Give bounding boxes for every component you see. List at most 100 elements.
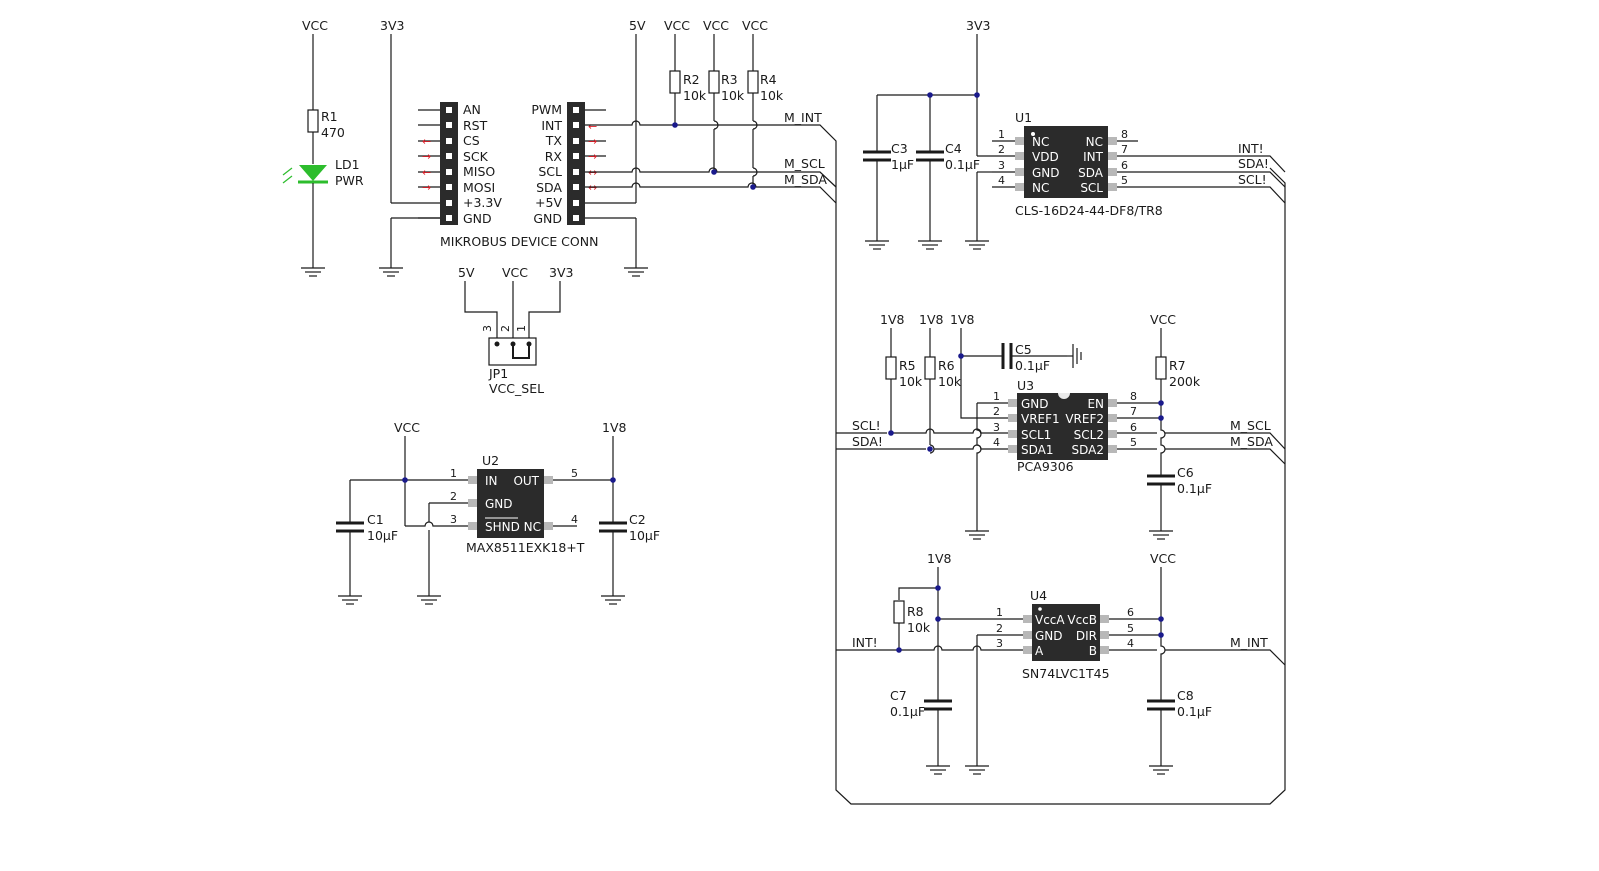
u3-pin-vref2: VREF2 bbox=[1065, 412, 1104, 426]
u3-rail-1v8-c: 1V8 bbox=[950, 312, 975, 327]
u1-pin-int: INT bbox=[1083, 150, 1104, 164]
u2-pin-gnd: GND bbox=[485, 497, 513, 511]
r4-ref: R4 bbox=[760, 72, 777, 87]
u1-pin-vdd: VDD bbox=[1032, 150, 1059, 164]
u4-pin-gnd: GND bbox=[1035, 629, 1063, 643]
jp1-pin-3: 3 bbox=[481, 325, 494, 332]
mikrobus-right-pin-scl: SCL bbox=[538, 164, 562, 179]
mikrobus-left-pin-rst: RST bbox=[463, 118, 488, 133]
jp1-ref: JP1 bbox=[488, 366, 508, 381]
u1-pin-nc-8: NC bbox=[1086, 135, 1103, 149]
net-m-scl-u3: M_SCL bbox=[1230, 418, 1271, 433]
r6-value: 10k bbox=[938, 374, 962, 389]
net-m-int-label: M_INT bbox=[784, 110, 822, 125]
u3-pin-num-6: 6 bbox=[1130, 421, 1137, 434]
u4-pin-num-1: 1 bbox=[996, 606, 1003, 619]
rail-vcc-r3: VCC bbox=[703, 18, 729, 33]
u4-pin-num-6: 6 bbox=[1127, 606, 1134, 619]
u1-pin-num-8: 8 bbox=[1121, 128, 1128, 141]
u1-pin-num-3: 3 bbox=[998, 159, 1005, 172]
mikrobus-left-pin-cs: CS bbox=[463, 133, 480, 148]
u1-pin-num-5: 5 bbox=[1121, 174, 1128, 187]
c6-ref: C6 bbox=[1177, 465, 1194, 480]
u2-ldo-section: VCC 1V8 C1 10µF IN GND SHND OUT NC 1 2 3… bbox=[336, 420, 660, 605]
u1-pin-scl: SCL bbox=[1080, 181, 1103, 195]
r3-value: 10k bbox=[721, 88, 745, 103]
u1-pin-num-7: 7 bbox=[1121, 143, 1128, 156]
net-scl-n-u3: SCL! bbox=[852, 418, 881, 433]
u3-level-shifter-section: 1V8 1V8 1V8 VCC R5 10k R6 10k C5 0.1µF S… bbox=[836, 312, 1286, 540]
u3-part: PCA9306 bbox=[1017, 459, 1074, 474]
c1-ref: C1 bbox=[367, 512, 384, 527]
r3-ref: R3 bbox=[721, 72, 738, 87]
u2-pin-nc: NC bbox=[524, 520, 541, 534]
c5-value: 0.1µF bbox=[1015, 358, 1050, 373]
u3-pin-num-8: 8 bbox=[1130, 390, 1137, 403]
u1-pin-num-2: 2 bbox=[998, 143, 1005, 156]
c4-ref: C4 bbox=[945, 141, 962, 156]
svg-text:→: → bbox=[422, 181, 431, 194]
ld1-led-icon bbox=[282, 165, 328, 184]
u2-pin-num-1: 1 bbox=[450, 467, 457, 480]
u2-pin-num-2: 2 bbox=[450, 490, 457, 503]
net-m-int-u4: M_INT bbox=[1230, 635, 1268, 650]
c6-value: 0.1µF bbox=[1177, 481, 1212, 496]
r5-ref: R5 bbox=[899, 358, 916, 373]
svg-text:→: → bbox=[422, 150, 431, 163]
mikrobus-right-pin-5v: +5V bbox=[535, 195, 562, 210]
u1-pin-gnd: GND bbox=[1032, 166, 1060, 180]
c5-ref: C5 bbox=[1015, 342, 1032, 357]
u3-pin-gnd: GND bbox=[1021, 397, 1049, 411]
jp1-rail-5v: 5V bbox=[458, 265, 475, 280]
svg-text:←: ← bbox=[422, 166, 431, 179]
u1-sensor-section: 3V3 C3 1µF C4 0.1µF NC VDD bbox=[863, 18, 1286, 250]
jp1-pin-2: 2 bbox=[499, 325, 512, 332]
ld1-value: PWR bbox=[335, 173, 364, 188]
jp1-rail-vcc: VCC bbox=[502, 265, 528, 280]
u4-ref: U4 bbox=[1030, 588, 1047, 603]
u1-pin-sda: SDA bbox=[1078, 166, 1104, 180]
u1-pin-nc-4: NC bbox=[1032, 181, 1049, 195]
r2-ref: R2 bbox=[683, 72, 700, 87]
u3-rail-vcc: VCC bbox=[1150, 312, 1176, 327]
u2-part: MAX8511EXK18+T bbox=[466, 540, 585, 555]
u2-pin-num-3: 3 bbox=[450, 513, 457, 526]
c7-value: 0.1µF bbox=[890, 704, 925, 719]
rail-5v-label: 5V bbox=[629, 18, 646, 33]
c3-ref: C3 bbox=[891, 141, 908, 156]
u2-pin-in: IN bbox=[485, 474, 498, 488]
u2-pin-num-4: 4 bbox=[571, 513, 578, 526]
net-m-scl-label: M_SCL bbox=[784, 156, 825, 171]
u3-pin-sda2: SDA2 bbox=[1072, 443, 1105, 457]
c2-value: 10µF bbox=[629, 528, 660, 543]
mikrobus-right-pin-pwm: PWM bbox=[531, 102, 562, 117]
r1-value: 470 bbox=[321, 125, 345, 140]
u3-pin-num-1: 1 bbox=[993, 390, 1000, 403]
u3-rail-1v8-a: 1V8 bbox=[880, 312, 905, 327]
mikrobus-left-pin-3v3: +3.3V bbox=[463, 195, 502, 210]
u2-rail-1v8: 1V8 bbox=[602, 420, 627, 435]
u4-pin-num-4: 4 bbox=[1127, 637, 1134, 650]
jp1-jumper: 5V VCC 3V3 3 2 1 JP1 VCC_SEL bbox=[458, 265, 573, 396]
u3-pin-num-4: 4 bbox=[993, 436, 1000, 449]
mikrobus-title: MIKROBUS DEVICE CONN bbox=[440, 234, 598, 249]
rail-vcc-label: VCC bbox=[302, 18, 328, 33]
r4-value: 10k bbox=[760, 88, 784, 103]
u3-pin-scl1: SCL1 bbox=[1021, 428, 1051, 442]
net-int-n-u1: INT! bbox=[1238, 141, 1264, 156]
u4-rail-vcc: VCC bbox=[1150, 551, 1176, 566]
jp1-rail-3v3: 3V3 bbox=[549, 265, 573, 280]
svg-text:→: → bbox=[588, 150, 597, 163]
u3-pin-num-5: 5 bbox=[1130, 436, 1137, 449]
u4-pin-dir: DIR bbox=[1076, 629, 1097, 643]
net-sda-n-u3: SDA! bbox=[852, 434, 883, 449]
u3-rail-1v8-b: 1V8 bbox=[919, 312, 944, 327]
net-m-sda-u3: M_SDA bbox=[1230, 434, 1273, 449]
u1-rail-3v3: 3V3 bbox=[966, 18, 990, 33]
u4-pin-vccb: VccB bbox=[1067, 613, 1097, 627]
r7-value: 200k bbox=[1169, 374, 1201, 389]
u2-rail-vcc: VCC bbox=[394, 420, 420, 435]
u1-part: CLS-16D24-44-DF8/TR8 bbox=[1015, 203, 1163, 218]
svg-text:→: → bbox=[588, 135, 597, 148]
